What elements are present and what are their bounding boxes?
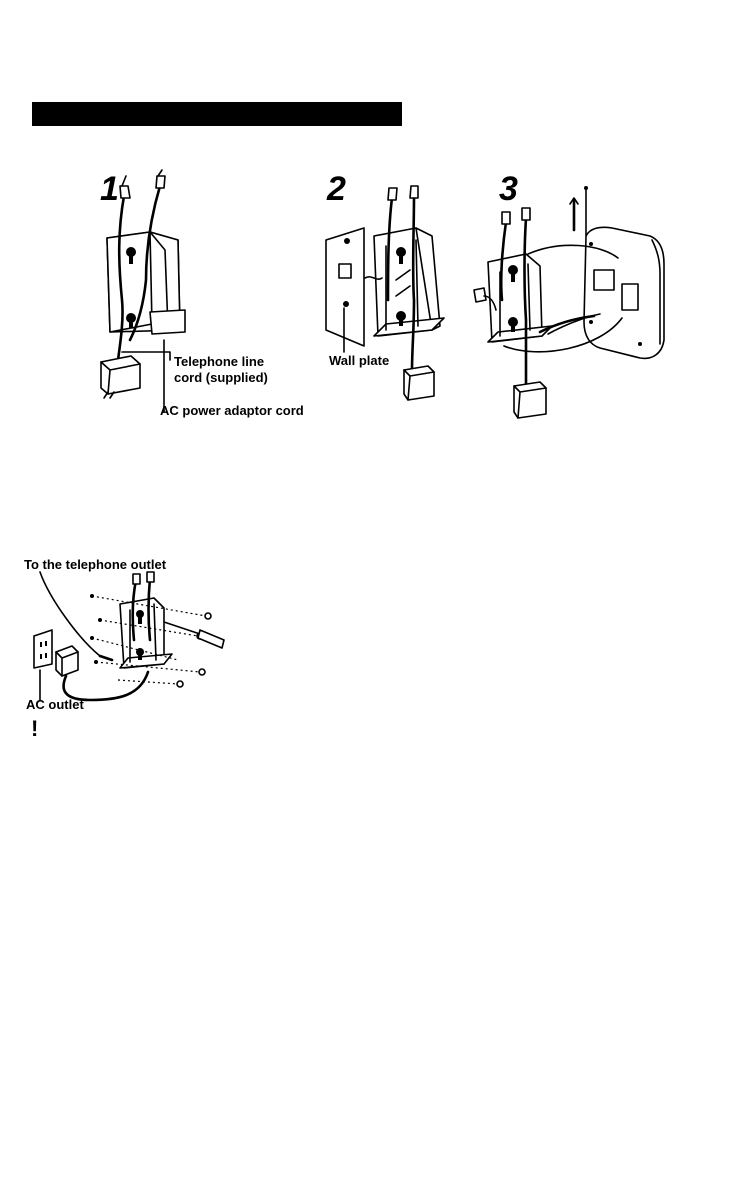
- label-ac-outlet: AC outlet: [26, 697, 84, 712]
- wall-mount-screws-illustration: [0, 0, 240, 740]
- caution-mark: !: [31, 718, 38, 740]
